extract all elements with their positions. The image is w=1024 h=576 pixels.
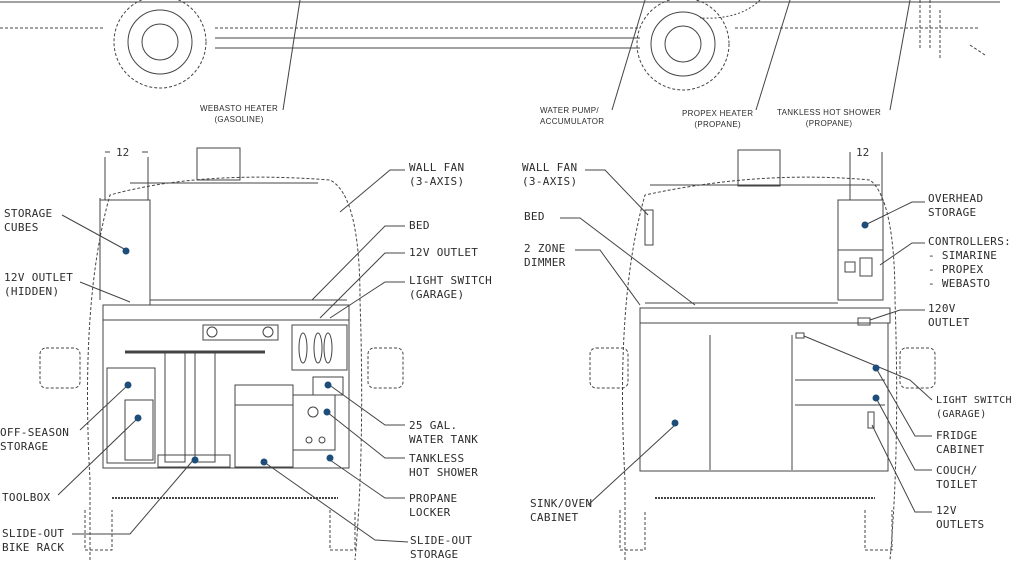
label-water-pump: WATER PUMP/ACCUMULATOR xyxy=(540,105,604,127)
label-controllers: CONTROLLERS:- SIMARINE- PROPEX- WEBASTO xyxy=(928,235,1011,291)
label-line: COUCH/ xyxy=(936,464,978,477)
label-line: (GARAGE) xyxy=(936,409,987,420)
label-line: 2 ZONE xyxy=(524,242,566,255)
label-bed-right: BED xyxy=(524,210,545,224)
label-line: SINK/OVEN xyxy=(530,497,593,510)
label-line: WALL FAN xyxy=(409,161,465,174)
left-dots xyxy=(122,247,334,466)
label-propex-heater: PROPEX HEATER (PROPANE) xyxy=(682,108,753,130)
label-line: SLIDE-OUT xyxy=(2,527,65,540)
side-view-chassis xyxy=(0,0,1000,91)
label-couch-toilet: COUCH/TOILET xyxy=(936,464,978,492)
label-line: BED xyxy=(524,210,545,223)
label-line: LIGHT SWITCH xyxy=(936,395,1012,406)
label-line: CUBES xyxy=(4,221,39,234)
label-line: PROPEX HEATER xyxy=(682,109,754,118)
label-line: CONTROLLERS: xyxy=(928,235,1012,248)
left-dimension-label: 12 xyxy=(114,146,132,159)
label-line: OVERHEAD xyxy=(928,192,984,205)
label-12v-outlet-hidden: 12V OUTLET(HIDDEN) xyxy=(4,271,73,299)
label-line: WATER TANK xyxy=(409,433,479,446)
label-line: (PROPANE) xyxy=(805,119,853,128)
label-line: HOT SHOWER xyxy=(409,466,479,479)
label-line: 12V OUTLET xyxy=(4,271,74,284)
label-line: 120V xyxy=(928,302,956,315)
label-line: BIKE RACK xyxy=(2,541,65,554)
label-line: - WEBASTO xyxy=(928,277,991,290)
right-dots xyxy=(671,221,880,427)
label-line: TANKLESS xyxy=(409,452,465,465)
label-line: TOOLBOX xyxy=(2,491,51,504)
label-line: 25 GAL. xyxy=(409,419,458,432)
label-wall-fan-left: WALL FAN(3-AXIS) xyxy=(409,161,464,189)
right-leader-lines xyxy=(560,169,933,513)
label-toolbox: TOOLBOX xyxy=(2,491,50,505)
left-leader-lines xyxy=(57,169,409,543)
label-wall-fan-right: WALL FAN(3-AXIS) xyxy=(522,161,577,189)
label-line: (PROPANE) xyxy=(694,120,741,129)
label-line: STORAGE xyxy=(4,207,53,220)
label-line: TOILET xyxy=(936,478,978,491)
label-line: OUTLET xyxy=(928,316,970,329)
label-line: - PROPEX xyxy=(928,263,984,276)
label-water-tank: 25 GAL.WATER TANK xyxy=(409,419,478,447)
right-van-rear-view xyxy=(589,149,936,561)
label-line: CABINET xyxy=(936,443,985,456)
label-line: - SIMARINE xyxy=(928,249,998,262)
label-line: (HIDDEN) xyxy=(4,285,60,298)
label-line: WALL FAN xyxy=(522,161,578,174)
left-van-rear-view xyxy=(39,147,404,561)
label-line: 12V xyxy=(936,504,957,517)
label-line: (GASOLINE) xyxy=(214,115,264,124)
label-line: (3-AXIS) xyxy=(409,175,465,188)
label-line: OFF-SEASON xyxy=(0,426,70,439)
label-webasto-heater: WEBASTO HEATER (GASOLINE) xyxy=(200,103,278,125)
label-12v-outlet: 12V OUTLET xyxy=(409,246,478,260)
label-line: WATER PUMP/ xyxy=(540,106,599,115)
label-light-switch-left: LIGHT SWITCH(GARAGE) xyxy=(409,274,492,302)
label-line: TANKLESS HOT SHOWER xyxy=(777,108,882,117)
label-line: FRIDGE xyxy=(936,429,978,442)
label-line: WEBASTO HEATER xyxy=(200,104,279,113)
label-line: DIMMER xyxy=(524,256,566,269)
label-line: (3-AXIS) xyxy=(522,175,578,188)
label-line: BED xyxy=(409,219,430,232)
label-line: (GARAGE) xyxy=(409,288,465,301)
label-line: OUTLETS xyxy=(936,518,985,531)
label-line: ACCUMULATOR xyxy=(540,117,605,126)
label-line: LOCKER xyxy=(409,506,451,519)
label-light-switch-right: LIGHT SWITCH (GARAGE) xyxy=(936,394,1012,422)
label-line: LIGHT SWITCH xyxy=(409,274,493,287)
label-tankless-shower-top: TANKLESS HOT SHOWER (PROPANE) xyxy=(777,107,881,129)
label-line: STORAGE xyxy=(410,548,459,561)
label-line: STORAGE xyxy=(0,440,49,453)
label-line: CABINET xyxy=(530,511,579,524)
right-dimension-label: 12 xyxy=(854,146,872,159)
label-line: PROPANE xyxy=(409,492,458,505)
label-line: 12V OUTLET xyxy=(409,246,479,259)
label-bed-left: BED xyxy=(409,219,430,233)
label-line: STORAGE xyxy=(928,206,977,219)
label-line: SLIDE-OUT xyxy=(410,534,473,547)
top-leader-lines xyxy=(282,0,911,111)
